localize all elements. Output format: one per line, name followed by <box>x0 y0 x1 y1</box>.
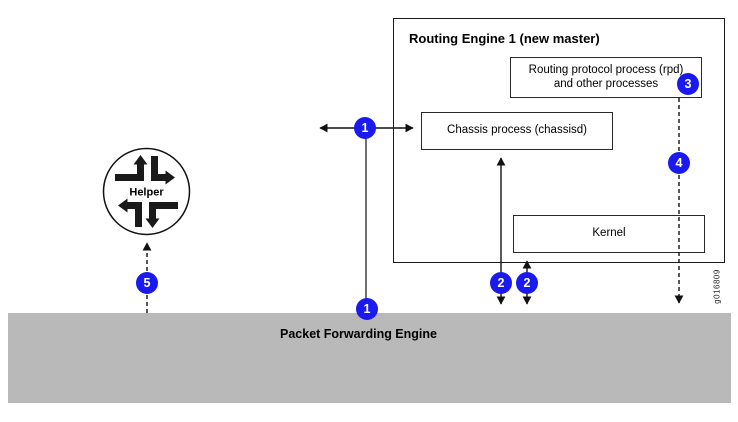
step-marker-2b: 2 <box>516 272 538 294</box>
chassis-process-box: Chassis process (chassisd) <box>421 112 613 150</box>
helper-router-icon: Helper <box>102 147 191 236</box>
helper-arrow-right <box>151 156 166 181</box>
step-marker-1a: 1 <box>354 117 376 139</box>
helper-circle <box>102 147 191 236</box>
step-marker-3: 3 <box>677 73 699 95</box>
step-marker-5: 5 <box>136 272 158 294</box>
helper-arrow-down <box>149 202 178 219</box>
helper-label: Helper <box>129 187 164 199</box>
step-marker-2a: 2 <box>490 272 512 294</box>
helper-arrow-left-head <box>118 198 128 213</box>
routing-engine-title: Routing Engine 1 (new master) <box>409 31 600 46</box>
helper-arrow-right-head <box>165 170 175 185</box>
helper-arrow-up-head <box>133 155 148 165</box>
rpd-process-label-line1: Routing protocol process (rpd) <box>528 64 684 76</box>
step-marker-4: 4 <box>668 152 690 174</box>
packet-forwarding-engine-label: Packet Forwarding Engine <box>280 327 437 341</box>
chassis-process-label: Chassis process (chassisd) <box>447 124 587 137</box>
helper-arrow-left <box>127 202 142 227</box>
helper-arrow-down-head <box>145 218 160 228</box>
kernel-box: Kernel <box>513 215 705 253</box>
helper-arrow-up <box>115 164 144 181</box>
kernel-label: Kernel <box>592 227 626 240</box>
rpd-process-label-line2: and other processes <box>553 77 659 90</box>
step-marker-1b: 1 <box>356 298 378 320</box>
packet-forwarding-engine-band: Packet Forwarding Engine <box>8 313 731 403</box>
rpd-process-box: Routing protocol process (rpd) and other… <box>510 57 702 98</box>
